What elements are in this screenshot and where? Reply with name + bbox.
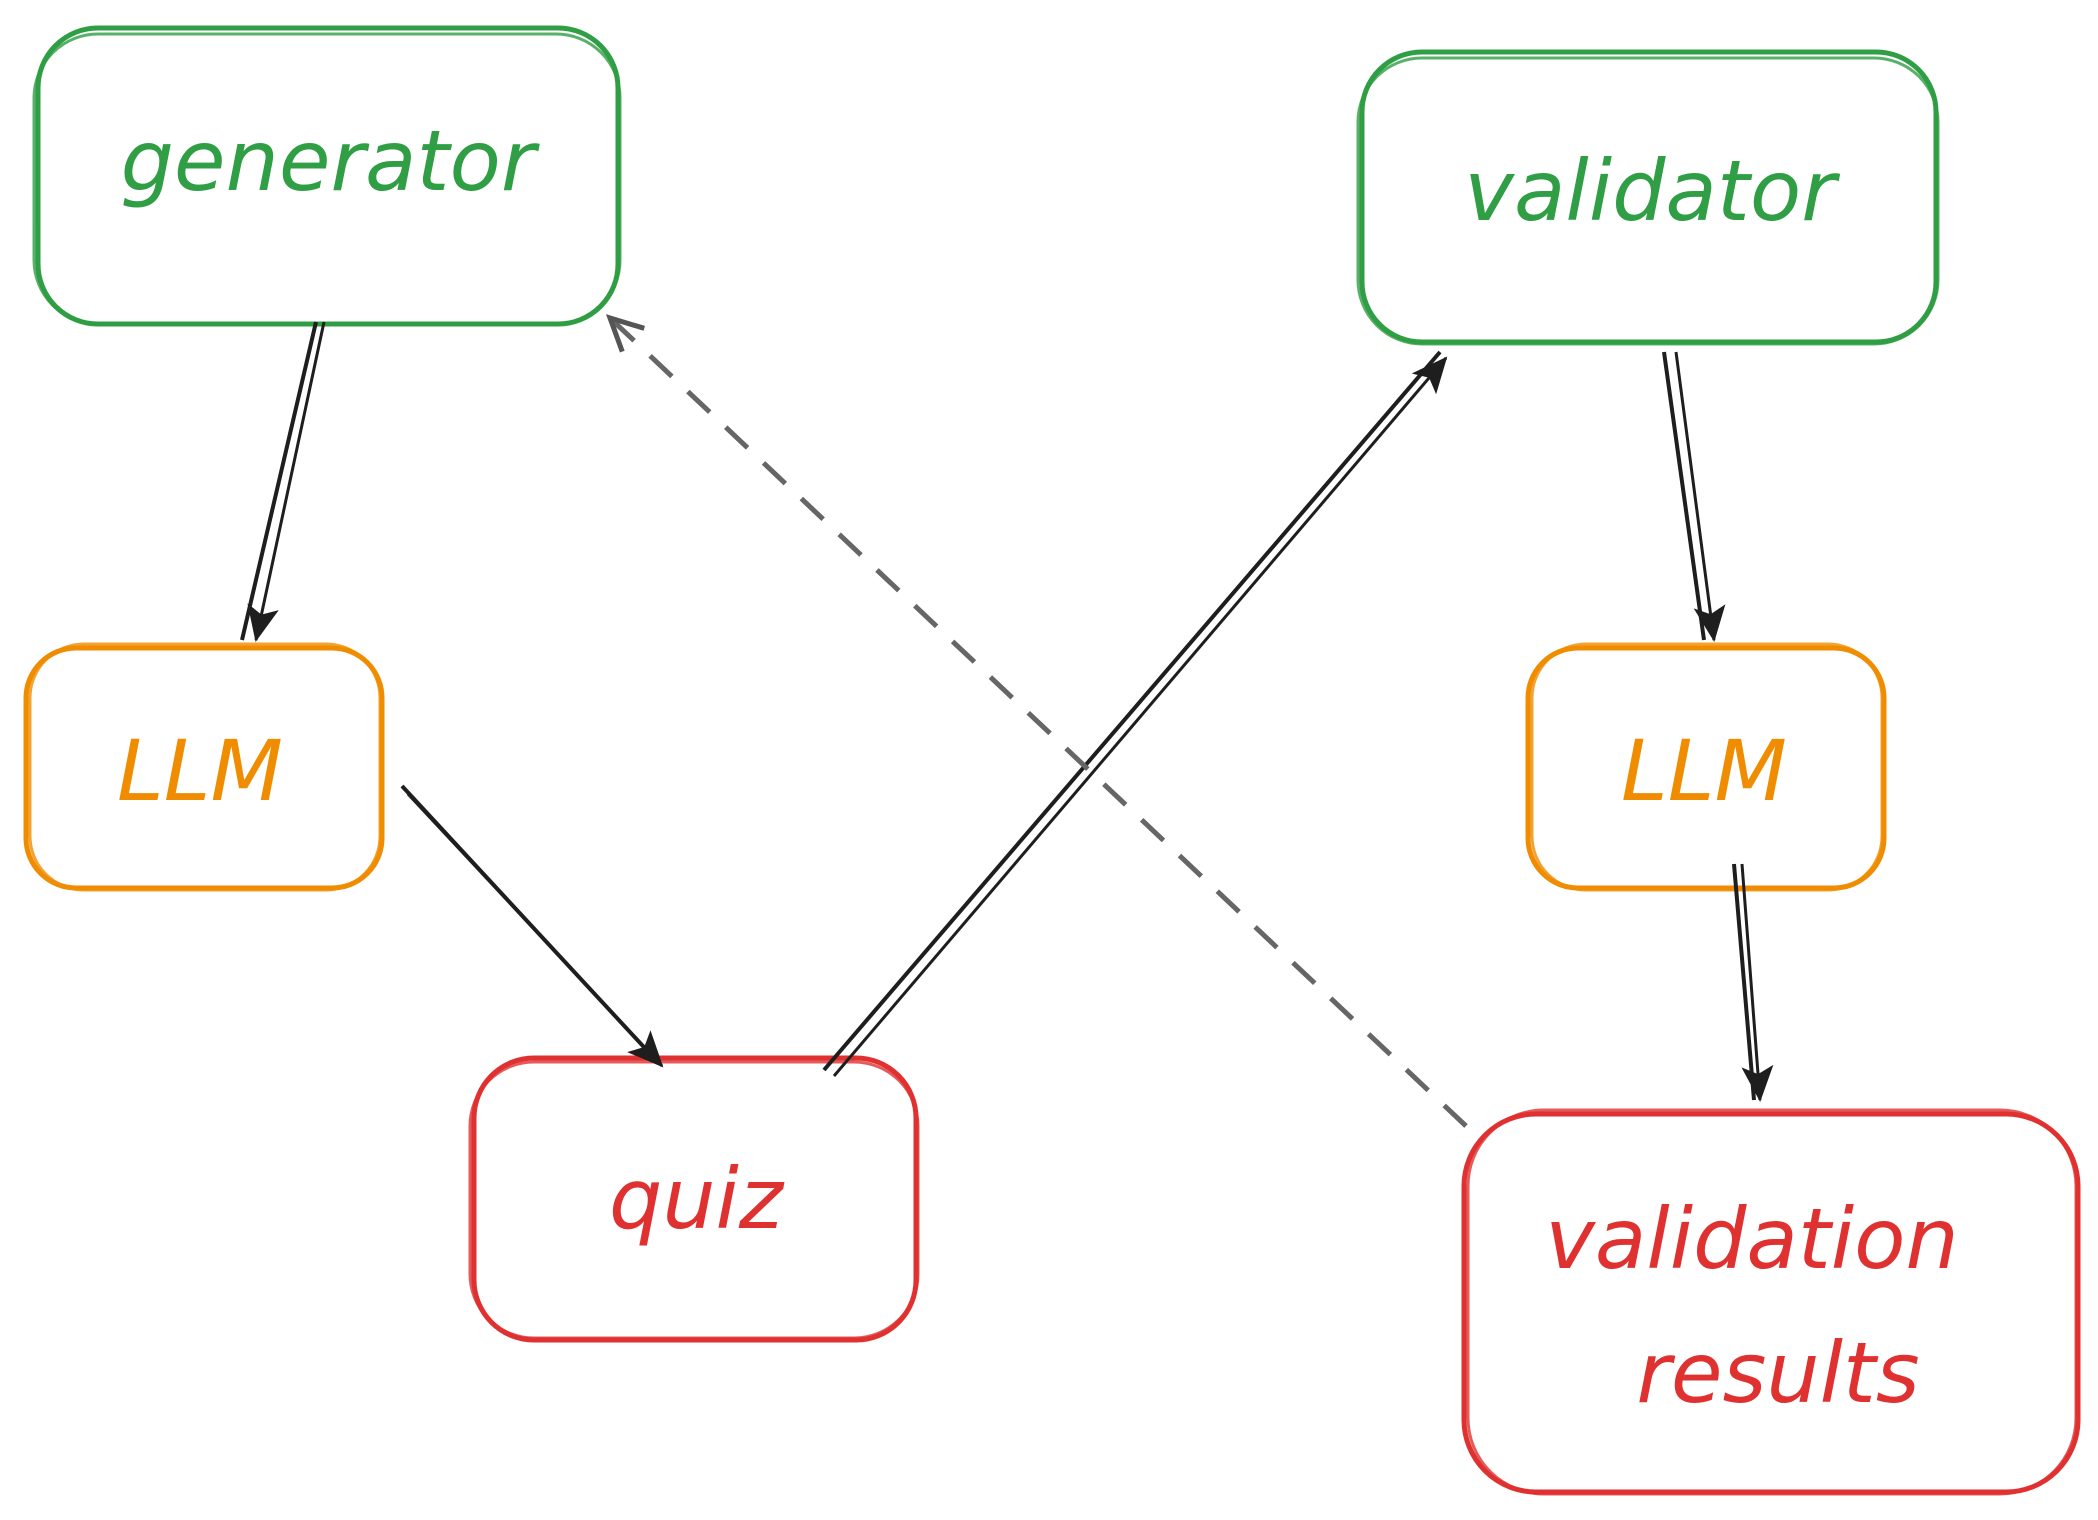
validator-label: validator	[1464, 142, 1840, 240]
validation-results-label-line1: validation	[1545, 1190, 1959, 1288]
edge-generator-to-llm	[240, 321, 326, 642]
edge-validator-to-llm	[1662, 351, 1726, 642]
edge-validation-results-to-generator-dashed	[605, 314, 1468, 1128]
edge-llm-to-quiz	[400, 784, 664, 1068]
node-generator[interactable]: generator	[32, 25, 622, 327]
node-quiz[interactable]: quiz	[468, 1055, 920, 1343]
llm-right-label: LLM	[1621, 722, 1787, 820]
edge-llm-to-validation-results	[1732, 863, 1774, 1102]
node-validator[interactable]: validator	[1356, 49, 1940, 346]
node-validation-results[interactable]: validation results	[1461, 1108, 2081, 1496]
edge-quiz-to-validator	[822, 350, 1448, 1077]
validation-results-label-line2: results	[1636, 1324, 1919, 1422]
node-llm-right[interactable]: LLM	[1525, 642, 1887, 892]
node-llm-left[interactable]: LLM	[23, 642, 385, 892]
generator-label: generator	[121, 112, 540, 210]
llm-left-label: LLM	[117, 722, 283, 820]
quiz-label: quiz	[609, 1150, 785, 1248]
